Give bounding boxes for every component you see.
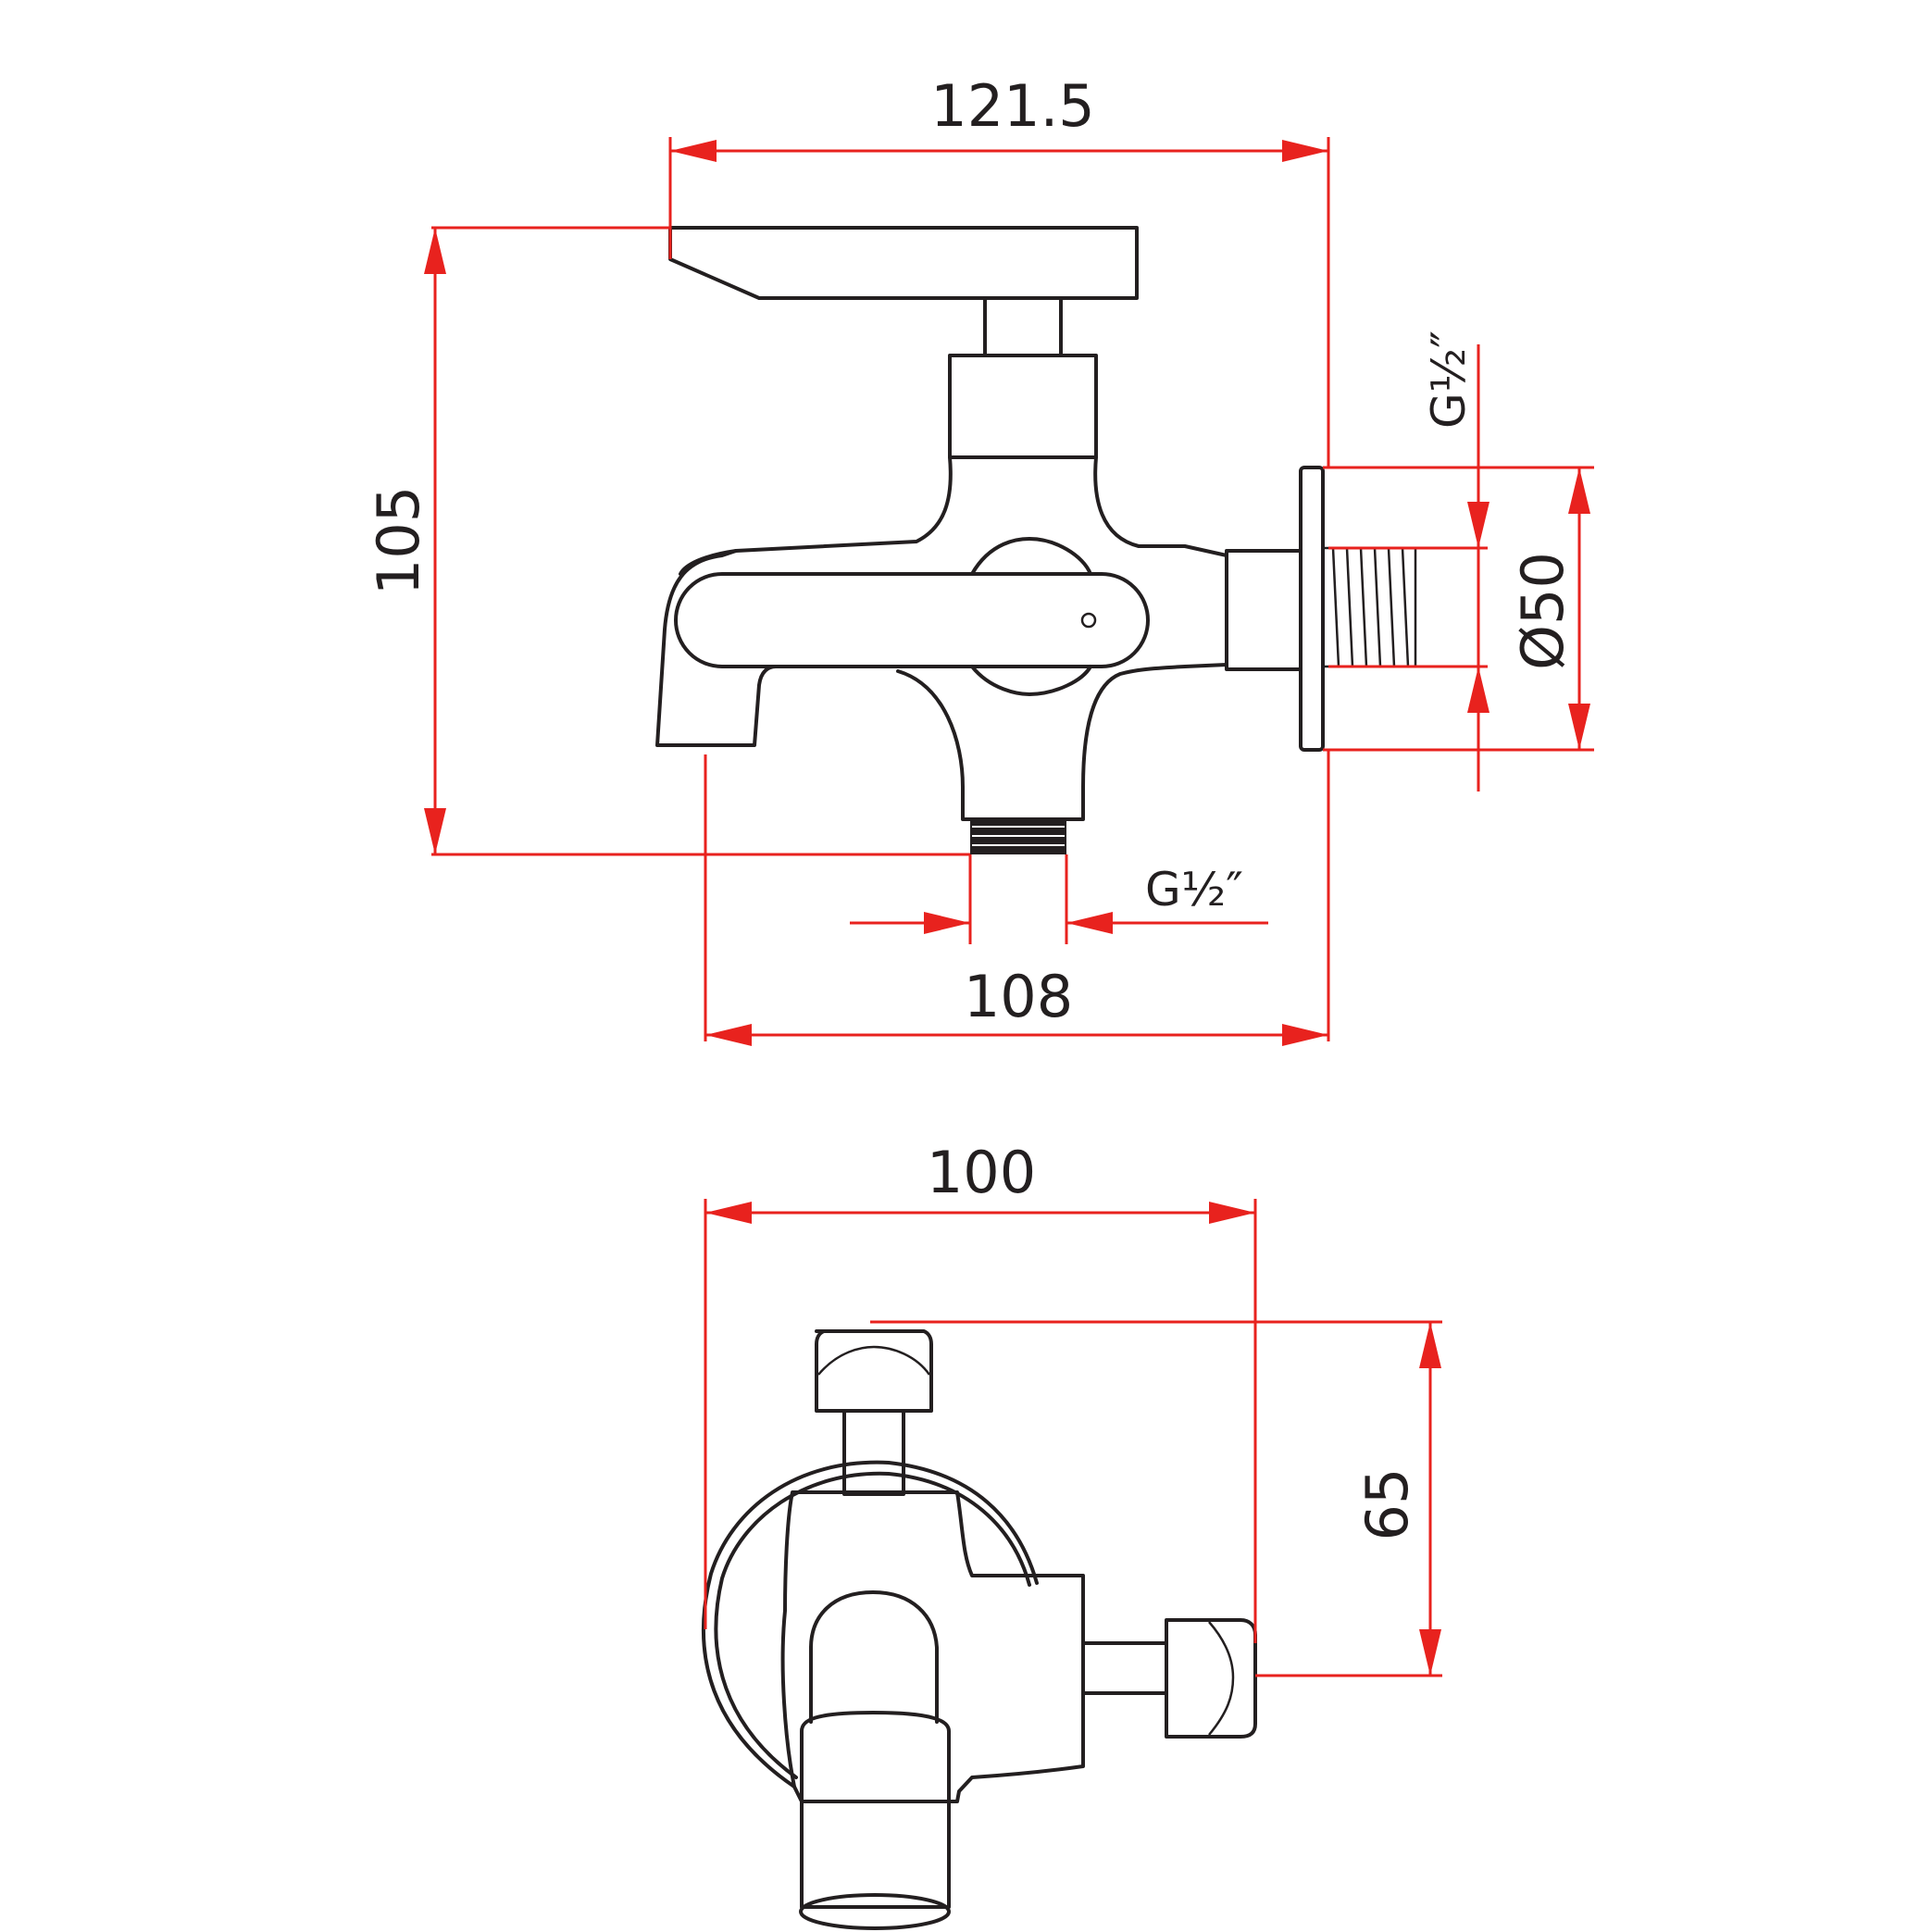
top-handle-stem [842, 1409, 905, 1496]
side-view-dimensions: 121.5 105 G½″ Ø50 G½″ [365, 72, 1594, 1046]
mixer-body [679, 455, 1228, 821]
spout [655, 549, 778, 747]
dim-height: 105 [365, 486, 432, 595]
handle-lever [668, 226, 1139, 300]
top-spout [809, 1590, 939, 1724]
top-flange-inner [714, 1471, 1031, 1779]
dim-width-total: 121.5 [930, 72, 1095, 140]
side-view [655, 226, 1417, 854]
top-diverter-knob [1165, 1618, 1257, 1739]
diverter-cover [970, 537, 1092, 696]
top-view-dimensions: 100 65 [704, 1139, 1442, 1677]
dim-spout-to-wall: 108 [964, 963, 1073, 1030]
diverter-dot [1080, 612, 1097, 629]
diverter-lever [674, 572, 1150, 668]
dim-outlet-thread: G½″ [1145, 863, 1243, 916]
top-handle-cap [815, 1329, 933, 1413]
handle-stem [983, 296, 1063, 357]
dim-top-width: 100 [927, 1139, 1036, 1206]
top-diverter-stem [1081, 1641, 1168, 1695]
inlet-connector [1225, 549, 1303, 671]
top-aerator [800, 1711, 951, 1909]
top-view [701, 1329, 1257, 1930]
inlet-thread [1321, 546, 1417, 668]
top-body [780, 1490, 1085, 1803]
top-flange [701, 1460, 1039, 1789]
wall-flange [1299, 466, 1325, 752]
cartridge-housing [948, 354, 1098, 459]
top-aerator-outlet [799, 1893, 951, 1930]
dim-inlet-thread: G½″ [1422, 330, 1476, 429]
dim-flange-dia: Ø50 [1509, 552, 1577, 670]
outlet-thread [970, 819, 1066, 854]
dim-top-depth: 65 [1353, 1468, 1421, 1541]
